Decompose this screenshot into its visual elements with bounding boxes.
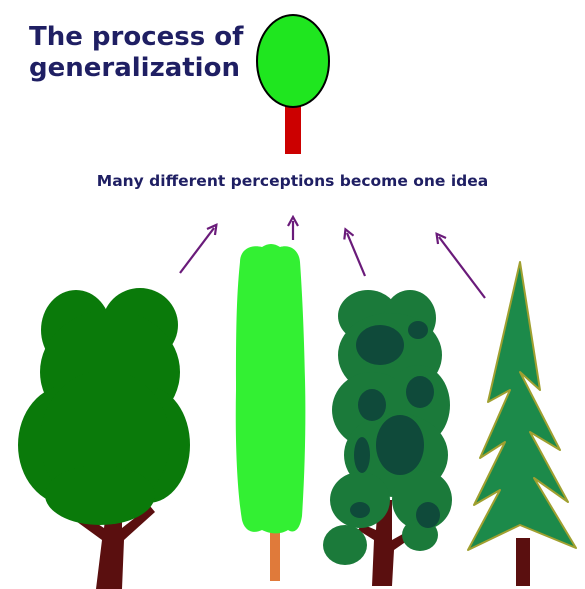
arrow-icon: [180, 228, 214, 273]
arrow-icon: [347, 233, 365, 276]
poplar-tree-icon: [236, 244, 306, 581]
caption: Many different perceptions become one id…: [0, 172, 585, 190]
idea-tree-trunk: [285, 102, 301, 154]
idea-tree-icon: [257, 15, 329, 154]
conifer-tree-icon: [468, 262, 576, 586]
arrows: [180, 221, 485, 298]
mottled-tree-icon: [323, 290, 452, 586]
broadleaf-tree-icon: [18, 288, 190, 589]
idea-tree-crown: [257, 15, 329, 107]
arrow-icon: [439, 237, 485, 298]
